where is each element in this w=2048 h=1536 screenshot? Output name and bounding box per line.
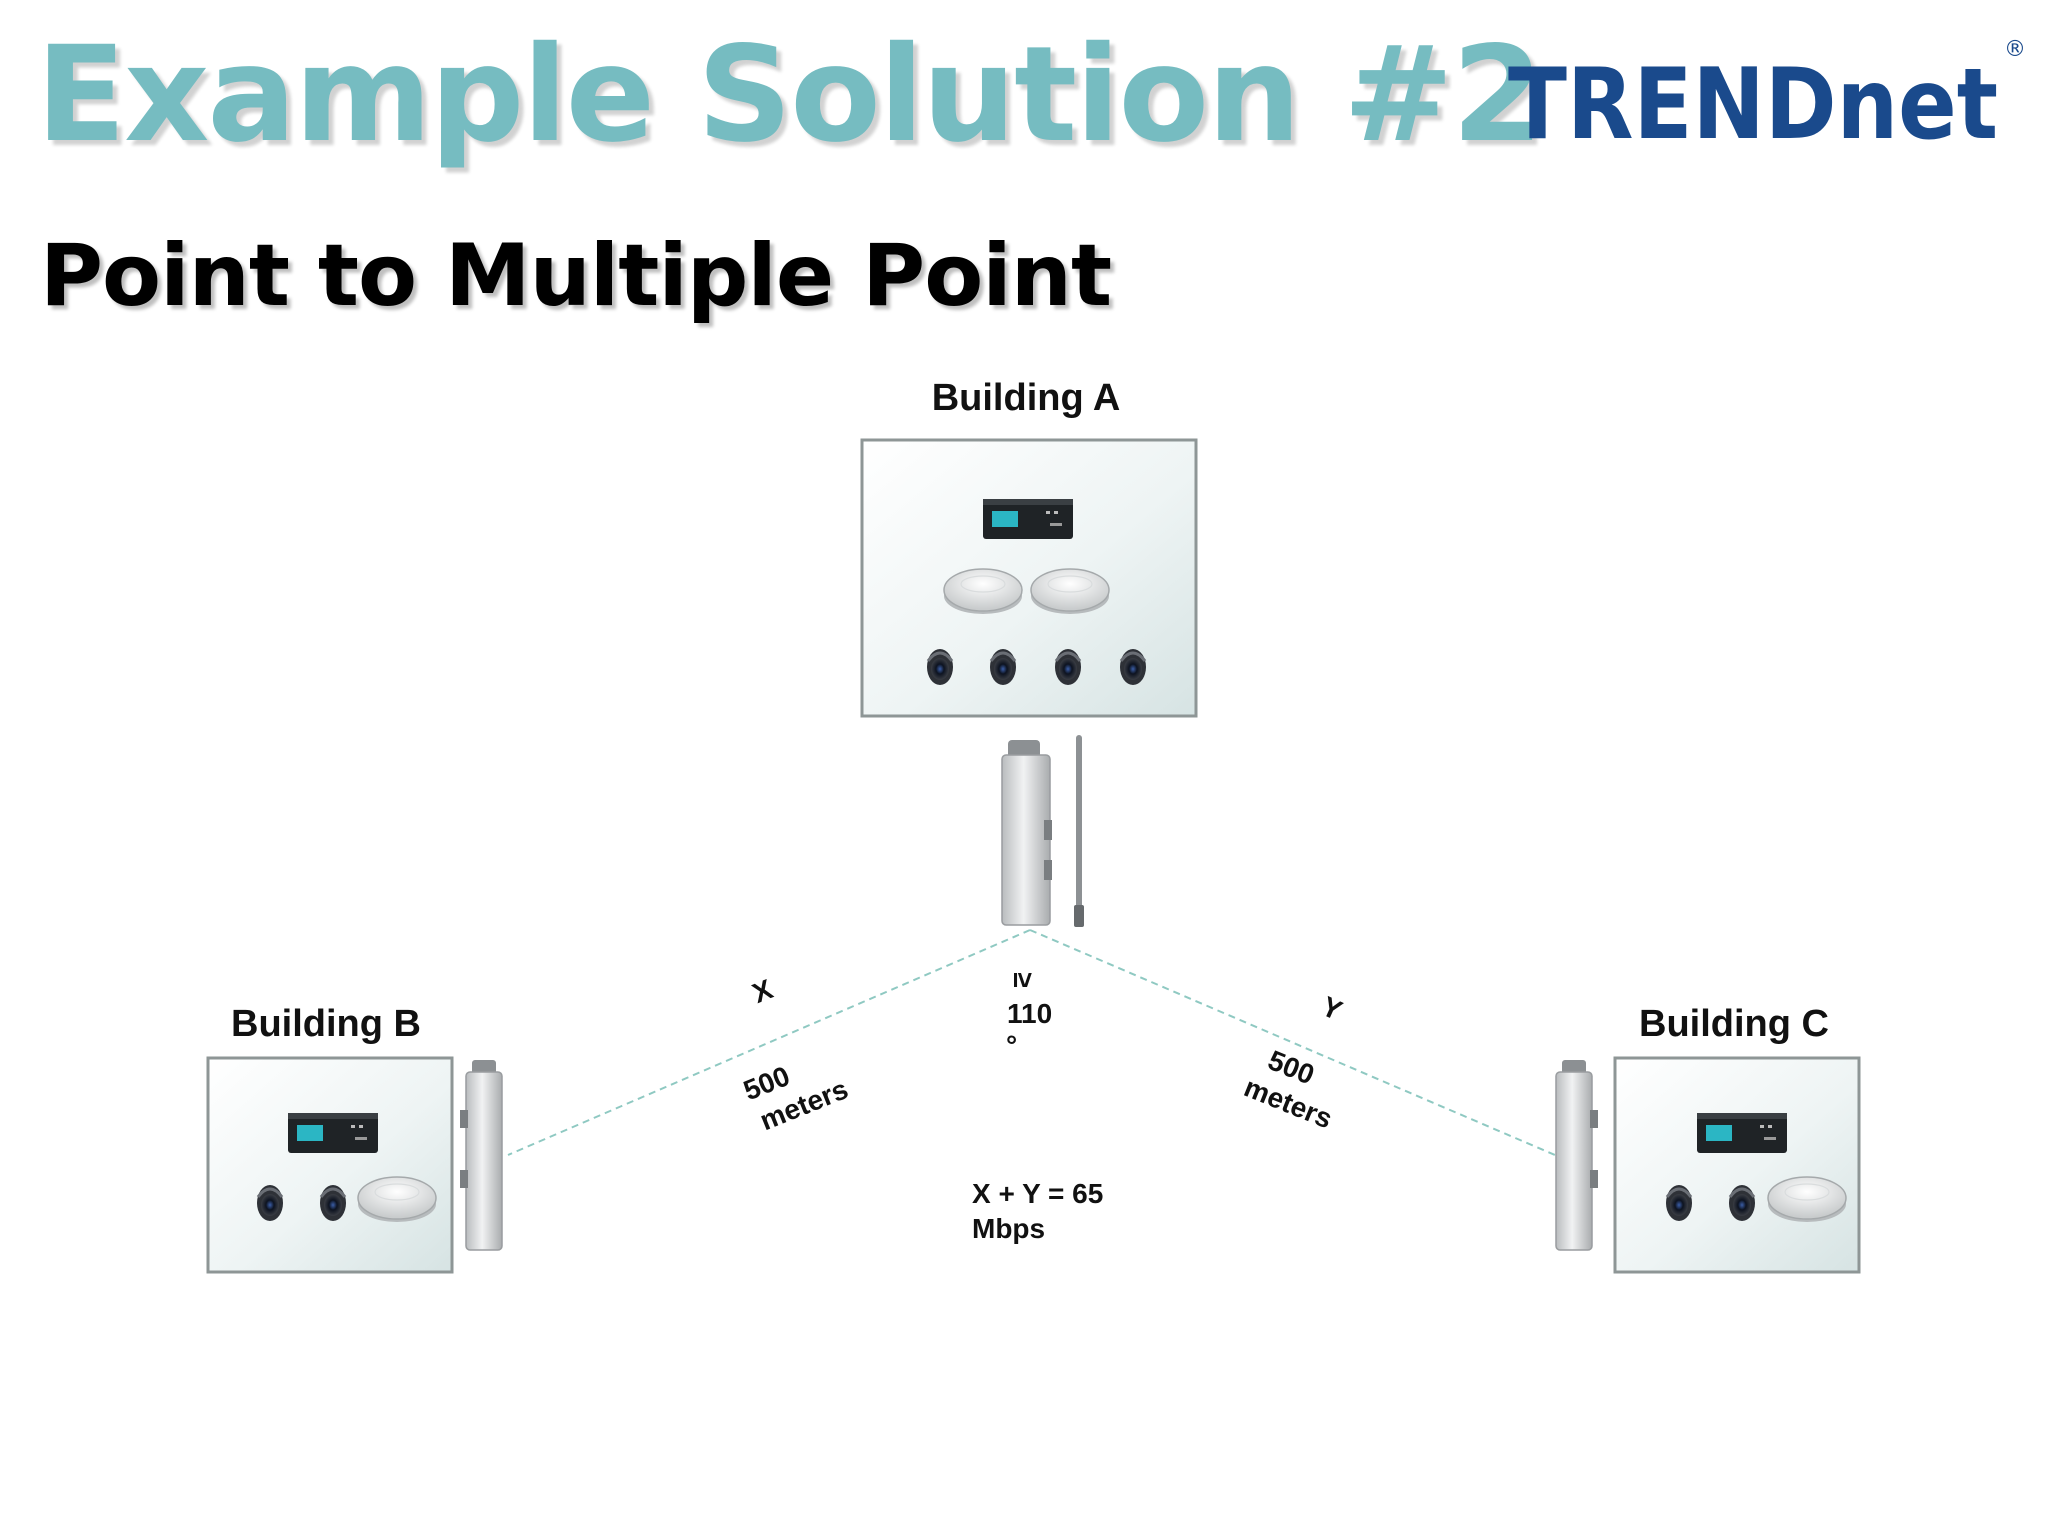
outdoor-bridge-icon (1555, 1060, 1598, 1251)
switch-icon (1697, 1113, 1787, 1153)
building-a (860, 438, 1198, 718)
camera-icon (925, 647, 955, 687)
switch-icon (983, 499, 1073, 539)
camera-icon (318, 1183, 348, 1223)
antenna-icon (1074, 735, 1084, 927)
building-b (206, 1056, 454, 1274)
throughput-line2: Mbps (972, 1213, 1045, 1244)
slide-title: Example Solution #2 (36, 18, 1544, 172)
logo-text: TRENDnet (1508, 48, 1998, 162)
camera-icon (1664, 1183, 1694, 1223)
building-c-label: Building C (1639, 1003, 1829, 1045)
angle-symbol: ≥ (1008, 972, 1039, 987)
building-c (1613, 1056, 1861, 1274)
building-a-label: Building A (932, 377, 1121, 419)
angle-value: 110 (1007, 998, 1052, 1029)
ceiling-ap-icon (943, 568, 1023, 615)
outdoor-bridge-icon (460, 1060, 503, 1251)
switch-icon (288, 1113, 378, 1153)
angle-unit: ° (1006, 1030, 1017, 1061)
camera-icon (1118, 647, 1148, 687)
throughput-line1: X + Y = 65 (972, 1178, 1103, 1209)
building-b-label: Building B (231, 1003, 421, 1045)
ceiling-ap-icon (1767, 1176, 1847, 1223)
link-x-name: X (748, 973, 777, 1009)
camera-icon (1053, 647, 1083, 687)
camera-icon (1727, 1183, 1757, 1223)
ceiling-ap-icon (1030, 568, 1110, 615)
outdoor-bridge-icon (1001, 740, 1052, 926)
camera-icon (988, 647, 1018, 687)
slide-subtitle: Point to Multiple Point (40, 226, 1112, 326)
ceiling-ap-icon (357, 1176, 437, 1223)
link-y-line (1029, 929, 1563, 1159)
link-y-name: Y (1317, 990, 1347, 1026)
link-x-line (507, 929, 1031, 1156)
trendnet-logo: TRENDnet ® (1508, 37, 2026, 162)
camera-icon (255, 1183, 285, 1223)
registered-mark: ® (2004, 37, 2026, 62)
